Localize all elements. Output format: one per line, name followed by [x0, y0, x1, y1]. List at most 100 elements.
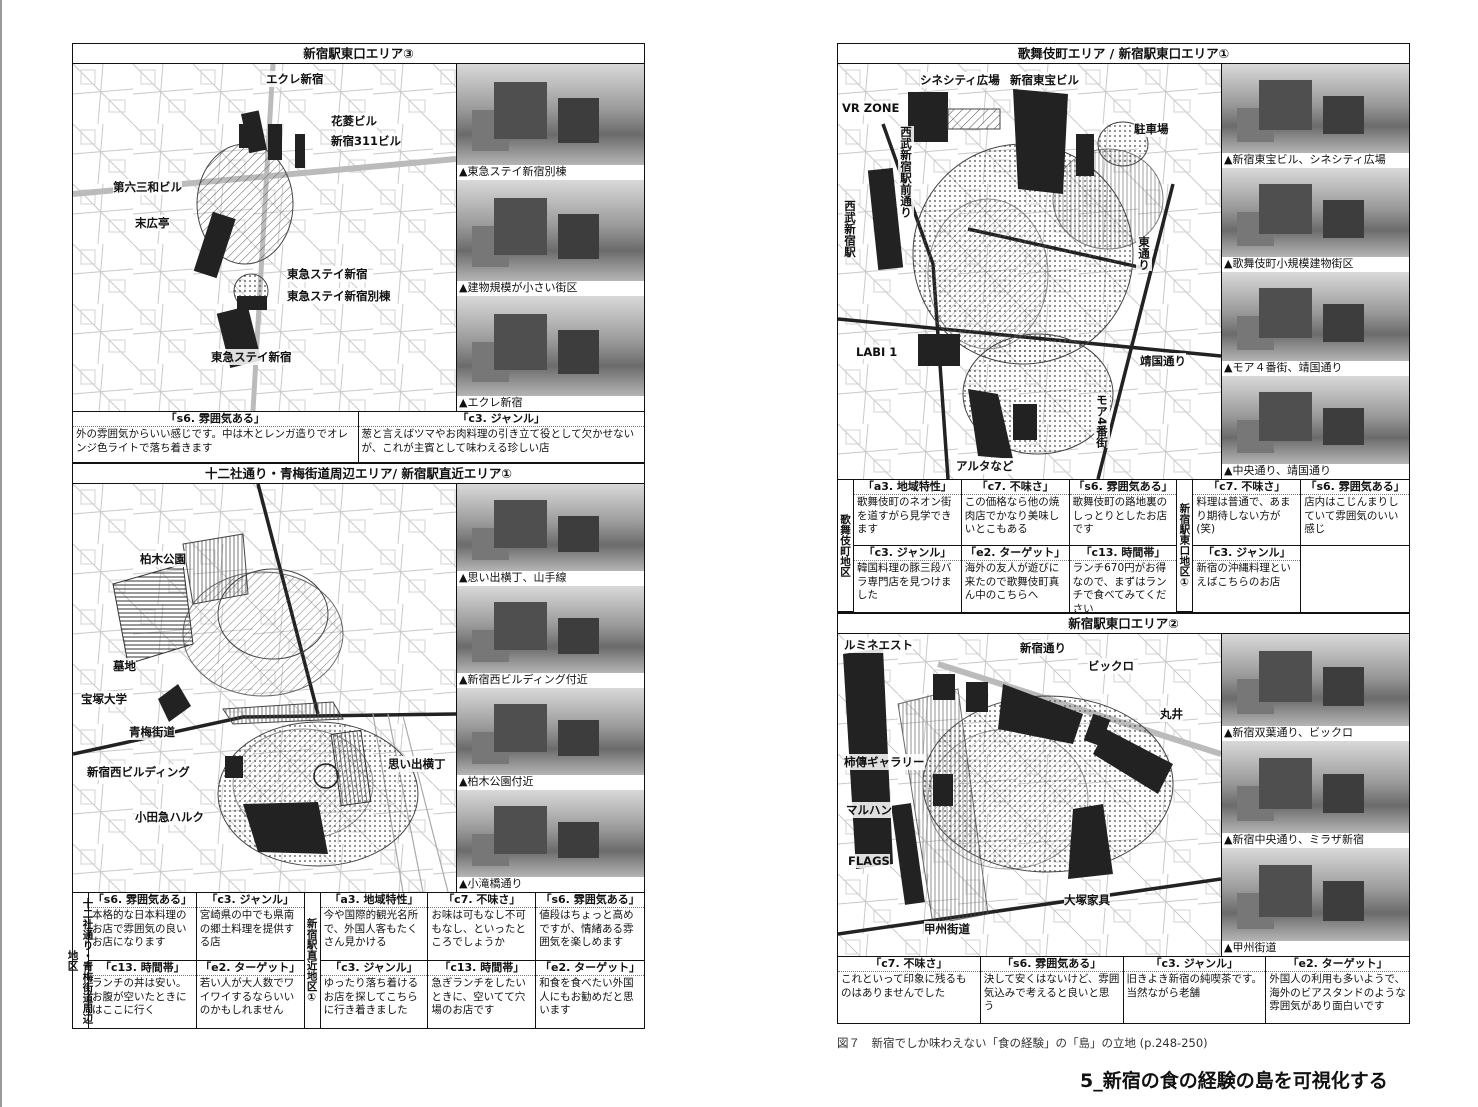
comment-cell: 「c7. 不味さ」お味は可もなし不可もなし、といったところでしょうか: [428, 893, 537, 961]
photo-caption: ▲中央通り、靖国通り: [1224, 464, 1332, 477]
map-label: エクレ新宿: [266, 71, 324, 87]
photo-column: ▲東急ステイ新宿別棟 ▲建物規模が小さい街区 ▲エクレ新宿: [457, 64, 644, 411]
map-label: 丸井: [1160, 706, 1183, 722]
district-label: 新宿駅直近地区①: [304, 893, 321, 1029]
right-panel-1: 歌舞伎町エリア / 新宿駅東口エリア① シネシティ広場 新宿東宝ビル VR ZO…: [837, 43, 1410, 613]
photo-caption: ▲甲州街道: [1224, 941, 1277, 954]
comment-table: 十二社通り・青梅街道周辺地区 「s6. 雰囲気ある」本格的な日本料理のお店で雰囲…: [67, 892, 644, 1029]
map-area: ルミネエスト 新宿通り ビックロ 丸井 柿傳ギャラリー マルハン FLAGS 大…: [838, 634, 1222, 956]
map-area: 柏木公園 墓地 宝塚大学 青梅街道 新宿西ビルディング 小田急ハルク 思い出横丁: [73, 484, 457, 892]
map-label: 新宿西ビルディング: [87, 764, 190, 780]
map-label: 駐車場: [1134, 121, 1169, 137]
photo-caption: ▲柏木公園付近: [459, 775, 534, 788]
photo-caption: ▲新宿中央通り、ミラザ新宿: [1224, 833, 1365, 846]
district-label: 新宿駅東口地区①: [1177, 480, 1194, 612]
comment-cell: 「c7. 不味さ」これといって印象に残るものはありませんでした: [838, 957, 981, 1024]
comment-cell: 「c13. 時間帯」ランチ670円がお得なので、まずはランチで食べてみてください: [1069, 546, 1178, 612]
map-label: 新宿311ビル: [331, 133, 402, 149]
photo: ▲歌舞伎町小規模建物街区: [1222, 168, 1409, 273]
page-edge: [0, 0, 2, 1107]
comment-cell: 「s6. 雰囲気ある」決して安くはないけど、雰囲気込みで考えると良いと思う: [980, 957, 1124, 1024]
map-label: 新宿通り: [1020, 640, 1066, 656]
comment-cell: 「s6. 雰囲気ある」店内はこじんまりしていて雰囲気のいい感じ: [1301, 480, 1409, 546]
comment-cell: 「a3. 地域特性」歌舞伎町のネオン街を道すがら見学できます: [854, 480, 962, 546]
comment-cell: 「c7. 不味さ」料理は普通で、あまり期待しない方が(笑): [1193, 480, 1302, 546]
comment-cell: 「c3. ジャンル」ゆったり落ち着けるお店を探してこちらに行き着きました: [320, 961, 429, 1029]
photo-caption: ▲歌舞伎町小規模建物街区: [1224, 257, 1354, 270]
right-panel-2: 新宿駅東口エリア② ルミネエスト 新宿通り ビックロ 丸井 柿傳ギャラリー マル…: [837, 613, 1410, 1024]
photo-caption: ▲新宿双葉通り、ビックロ: [1224, 726, 1354, 739]
map-label: 花菱ビル: [331, 113, 377, 129]
photo: ▲新宿西ビルディング付近: [457, 586, 644, 689]
comment-cell: 「s6. 雰囲気ある」値段はちょっと高めですが、情緒ある雰囲気を楽しめます: [536, 893, 644, 961]
map-label: アルタなど: [956, 458, 1014, 474]
comment-cell: 「e2. ターゲット」和食を食べたい外国人にもお勧めだと思います: [536, 961, 644, 1029]
map-label: 東急ステイ新宿: [211, 349, 292, 365]
photo-caption: ▲新宿西ビルディング付近: [459, 673, 588, 686]
map-label: 墓地: [113, 658, 136, 674]
photo: ▲甲州街道: [1222, 848, 1409, 956]
comment-cell: 「e2. ターゲット」海外の友人が遊びに来たので歌舞伎町真ん中のこちらへ: [961, 546, 1070, 612]
map-label: 第六三和ビル: [113, 179, 182, 195]
map-graphic: [73, 484, 456, 892]
map-label: 宝塚大学: [81, 691, 127, 707]
figure-caption: 図７ 新宿でしか味わえない「食の経験」の「島」の立地 (p.248-250): [837, 1036, 1208, 1050]
map-label: 小田急ハルク: [135, 809, 204, 825]
panel-title: 新宿駅東口エリア②: [838, 614, 1409, 634]
map-label: 青梅街道: [129, 724, 175, 740]
comment-cell: 「c13. 時間帯」急ぎランチをしたいときに、空いてて穴場のお店です: [428, 961, 537, 1029]
comment-cell: 「s6. 雰囲気ある」外の雰囲気からいい感じです。中は木とレンガ造りでオレンジ色…: [73, 412, 359, 463]
photo-column: ▲新宿東宝ビル、シネシティ広場 ▲歌舞伎町小規模建物街区 ▲モア４番街、靖国通り…: [1222, 64, 1409, 479]
photo: ▲新宿東宝ビル、シネシティ広場: [1222, 64, 1409, 169]
map-label: 靖国通り: [1140, 353, 1186, 369]
photo-caption: ▲小滝橋通り: [459, 877, 523, 890]
comment-cell: 「e2. ターゲット」外国人の利用も多いようで、海外のビアスタンドのような雰囲気…: [1266, 957, 1409, 1024]
map-label: 柿傳ギャラリー: [844, 754, 925, 770]
map-label: ビックロ: [1088, 658, 1134, 674]
map-area: シネシティ広場 新宿東宝ビル VR ZONE 駐車場 LABI 1 靖国通り ア…: [838, 64, 1222, 479]
map-label: 東急ステイ新宿: [287, 266, 368, 282]
map-label: 末広亭: [135, 215, 170, 231]
photo: ▲エクレ新宿: [457, 296, 644, 411]
photo: ▲モア４番街、靖国通り: [1222, 272, 1409, 377]
comment-cell: 「c3. ジャンル」旧きよき新宿の純喫茶です。当然ながら老舗: [1123, 957, 1267, 1024]
photo: ▲思い出横丁、山手線: [457, 484, 644, 587]
map-label: 甲州街道: [924, 921, 970, 937]
map-label: LABI 1: [856, 345, 898, 359]
photo-caption: ▲東急ステイ新宿別棟: [459, 165, 567, 178]
comment-cell: 「c7. 不味さ」この価格なら他の焼肉店でかなり美味しいとこもある: [961, 480, 1070, 546]
left-panel-2: 十二社通り・青梅街道周辺エリア/ 新宿駅直近エリア① 柏木公園 墓地 宝塚大学 …: [67, 463, 645, 1029]
photo: ▲建物規模が小さい街区: [457, 180, 644, 297]
panel-title: 十二社通り・青梅街道周辺エリア/ 新宿駅直近エリア①: [73, 464, 644, 484]
comment-cell: 「c3. ジャンル」宮崎県の中でも県南の郷土料理を提供する店: [196, 893, 305, 961]
comment-cell: 「c3. ジャンル」韓国料理の豚三段バラ専門店を見つけました: [854, 546, 962, 612]
comment-table: 「c7. 不味さ」これといって印象に残るものはありませんでした 「s6. 雰囲気…: [838, 956, 1409, 1024]
left-panel-1: 新宿駅東口エリア③ エクレ新宿 花菱ビル 新宿311ビル: [72, 43, 645, 463]
comment-table: 歌舞伎町地区 「a3. 地域特性」歌舞伎町のネオン街を道すがら見学できます 「c…: [838, 479, 1409, 613]
map-area: エクレ新宿 花菱ビル 新宿311ビル 第六三和ビル 末広亭 東急ステイ新宿 東急…: [73, 64, 457, 411]
comment-cell: 「c3. ジャンル」葱と言えばツマやお肉料理の引き立て役として欠かせないが、これ…: [358, 412, 644, 463]
comment-cell: 「s6. 雰囲気ある」本格的な日本料理のお店で雰囲気の良いお店になります: [89, 893, 197, 961]
photo: ▲東急ステイ新宿別棟: [457, 64, 644, 181]
comment-cell: 「c3. ジャンル」新宿の沖縄料理といえばこちらのお店: [1193, 546, 1302, 612]
map-label: ルミネエスト: [844, 637, 913, 653]
panel-title: 歌舞伎町エリア / 新宿駅東口エリア①: [838, 44, 1409, 64]
map-label: シネシティ広場: [920, 72, 1000, 88]
map-label: VR ZONE: [842, 101, 900, 115]
photo-caption: ▲モア４番街、靖国通り: [1224, 361, 1343, 374]
map-label: 新宿東宝ビル: [1010, 72, 1079, 88]
map-label: 大塚家具: [1064, 892, 1110, 908]
photo: ▲柏木公園付近: [457, 688, 644, 791]
comment-cell: 「a3. 地域特性」今や国際的観光名所で、外国人客もたくさん見かける: [320, 893, 429, 961]
photo-column: ▲新宿双葉通り、ビックロ ▲新宿中央通り、ミラザ新宿 ▲甲州街道: [1222, 634, 1409, 956]
map-label: 東急ステイ新宿別棟: [287, 288, 391, 304]
comment-cell-empty: [1301, 546, 1409, 612]
comment-table: 「s6. 雰囲気ある」外の雰囲気からいい感じです。中は木とレンガ造りでオレンジ色…: [73, 411, 644, 463]
map-label: FLAGS: [848, 854, 890, 868]
panel-title: 新宿駅東口エリア③: [73, 44, 644, 64]
map-label: 柏木公園: [140, 551, 186, 567]
map-label: 思い出横丁: [388, 756, 446, 772]
map-label-vertical: 西武新宿駅前通り: [898, 126, 914, 218]
comment-cell: 「e2. ターゲット」若い人が大人数でワイワイするならいいのかもしれません: [196, 961, 305, 1029]
map-label-vertical: 東通り: [1136, 236, 1152, 271]
